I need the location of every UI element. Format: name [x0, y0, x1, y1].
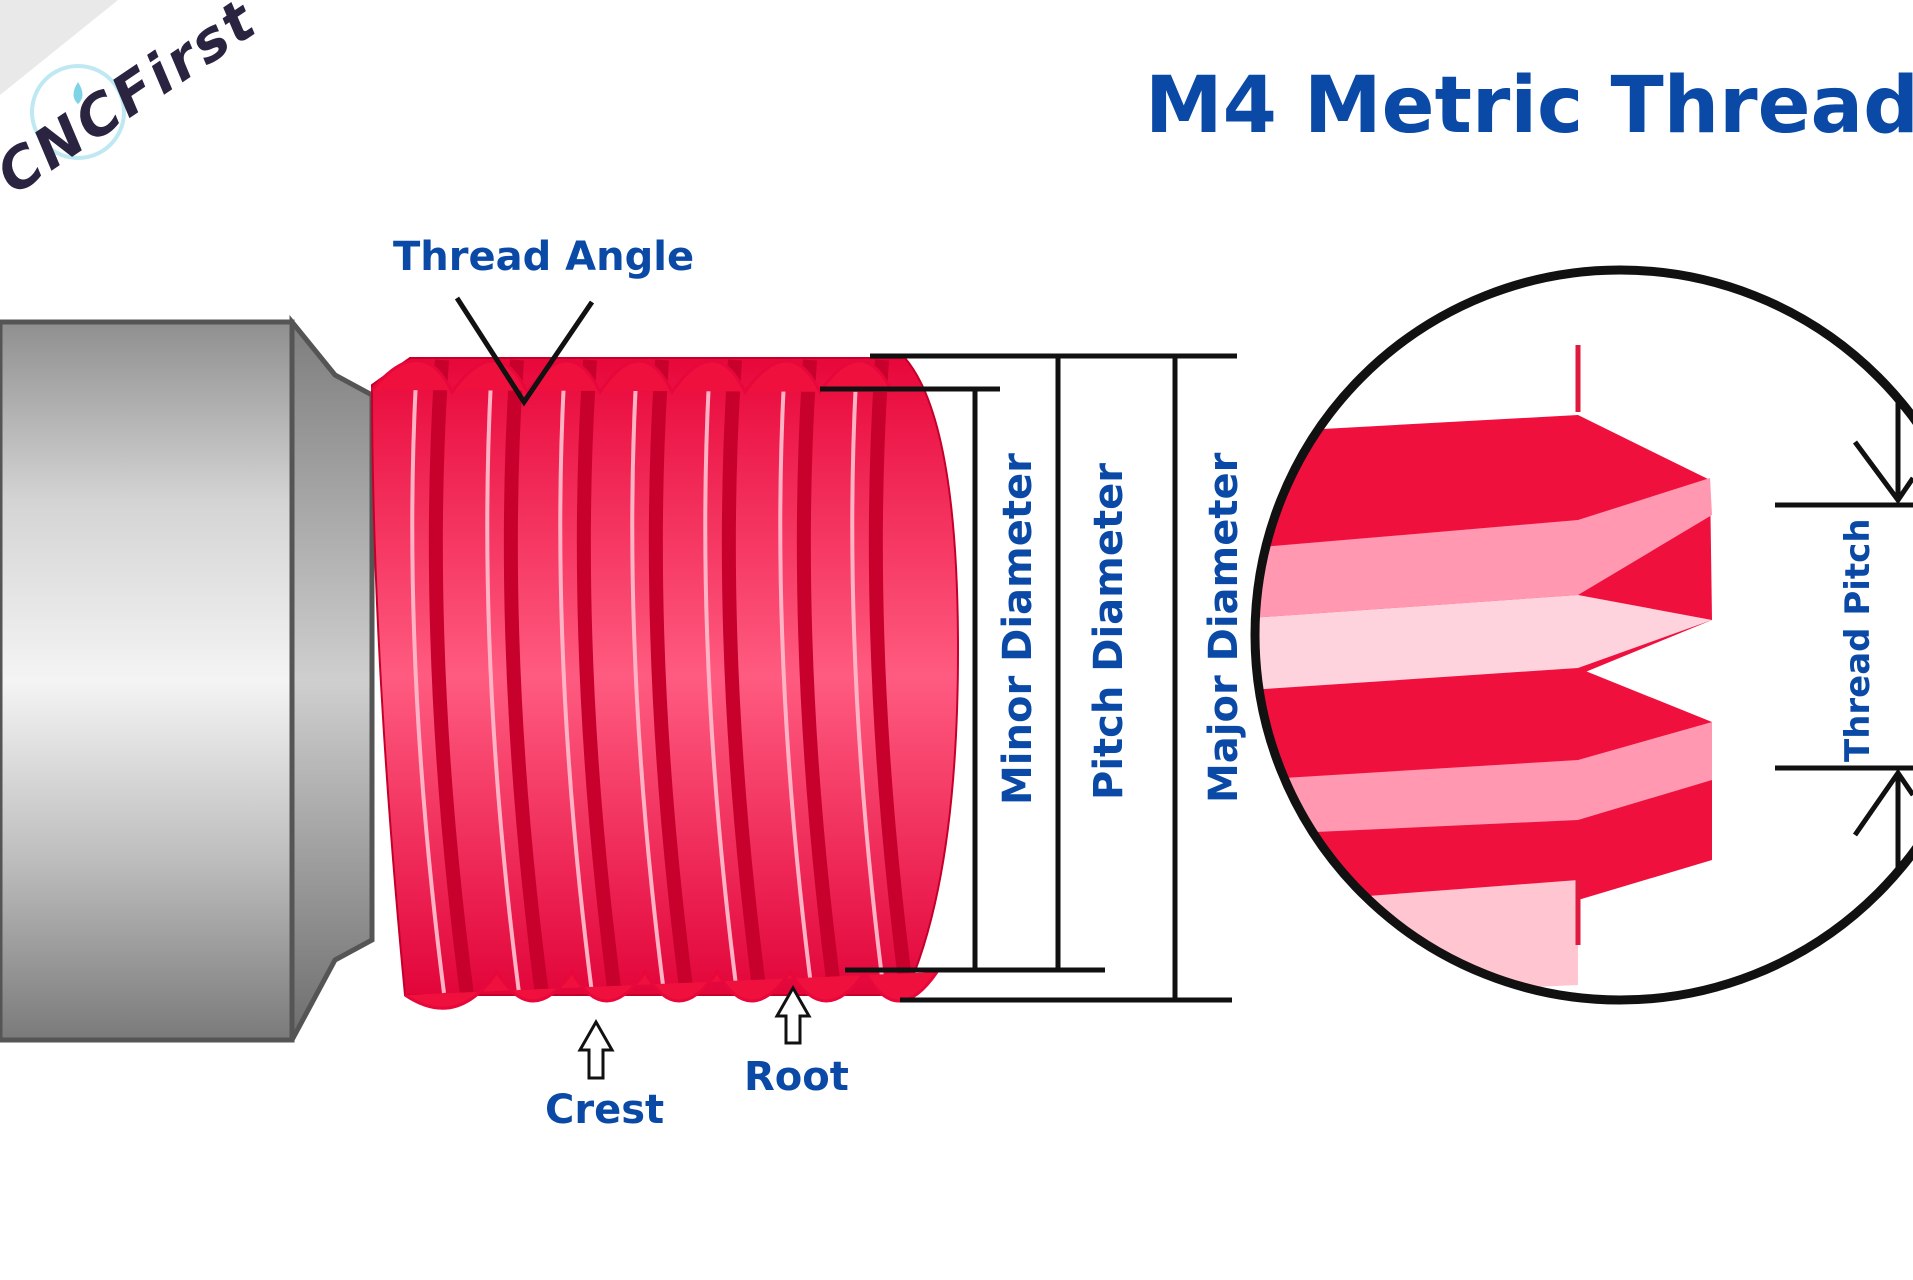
thread-groove — [648, 359, 694, 996]
logo-corner-shape — [0, 0, 118, 95]
page-title: M4 Metric Thread — [1145, 61, 1913, 151]
thread-highlight — [703, 361, 739, 994]
thread-groove — [796, 359, 842, 996]
dimension-lines — [820, 353, 1237, 1003]
magnifier-circle — [1250, 265, 1913, 1005]
logo-circle-icon — [30, 64, 126, 160]
root-label: Root — [744, 1054, 849, 1100]
thread-highlight — [558, 361, 594, 994]
logo: CNCFirst — [0, 0, 269, 208]
logo-drop-icon — [73, 82, 83, 104]
thread-highlight — [630, 361, 666, 994]
crest-label: Crest — [545, 1087, 664, 1133]
thread-highlight — [850, 361, 886, 994]
thread-groove — [428, 359, 474, 996]
thread-highlight — [778, 361, 814, 994]
major-diameter-label: Major Diameter — [1201, 452, 1247, 803]
threaded-section — [370, 357, 960, 1010]
thread-groove — [868, 359, 914, 996]
thread-highlight — [410, 361, 446, 994]
minor-diameter-label: Minor Diameter — [995, 453, 1041, 805]
thread-pitch-label: Thread Pitch — [1838, 518, 1878, 762]
thread-angle-label: Thread Angle — [393, 234, 694, 280]
crest-arrow-icon — [577, 1018, 615, 1080]
root-arrow-icon — [774, 984, 812, 1045]
thread-crests-bottom — [404, 969, 939, 1010]
thread-groove — [503, 359, 549, 996]
thread-detail-magnifier: Thread Pitch — [1250, 265, 1913, 1005]
pitch-diameter-label: Pitch Diameter — [1086, 463, 1132, 800]
bolt-shank — [0, 314, 375, 1043]
thread-angle-lines — [454, 296, 595, 407]
thread-highlight — [485, 361, 521, 994]
thread-groove — [721, 359, 767, 996]
thread-groove — [576, 359, 622, 996]
